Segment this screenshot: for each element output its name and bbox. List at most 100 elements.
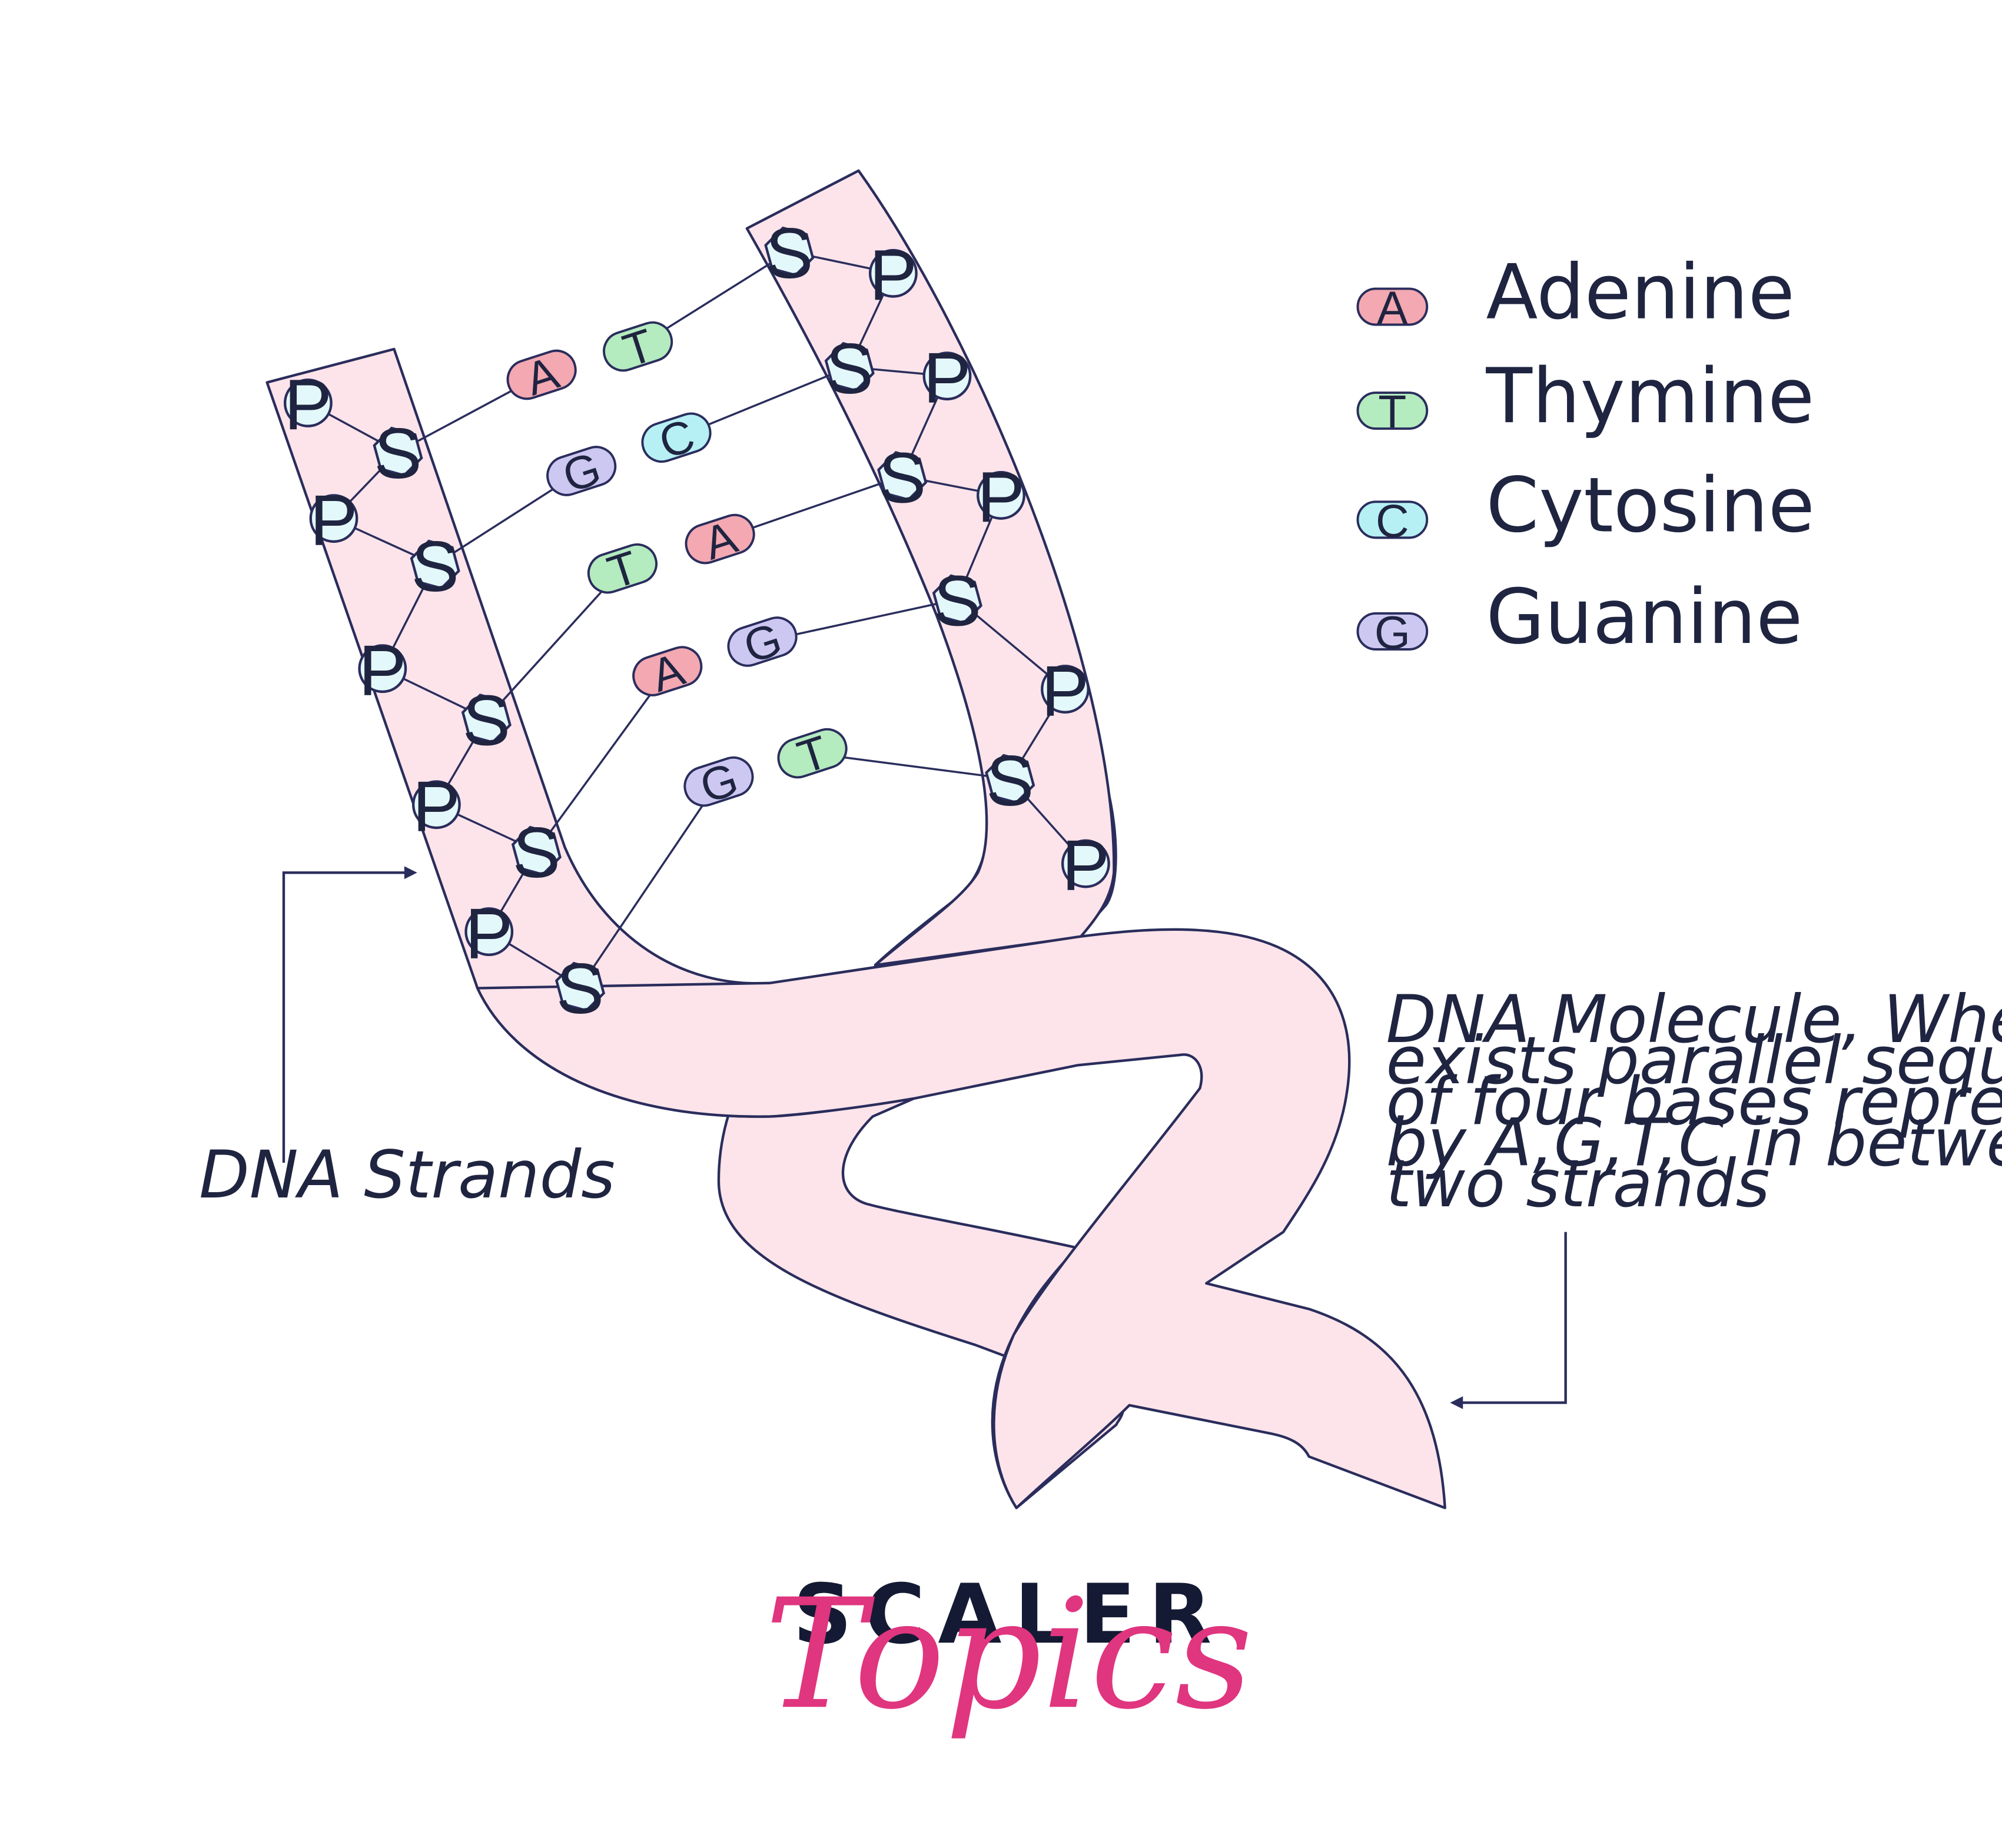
phosphate-node: P bbox=[1061, 825, 1110, 905]
brand-topics: Topics bbox=[765, 1566, 1253, 1743]
phosphate-circle bbox=[411, 780, 461, 830]
sugar-node: S bbox=[511, 812, 562, 893]
phosphate-node: P bbox=[464, 893, 514, 973]
sugar-node: S bbox=[985, 740, 1035, 821]
legend-letter: T bbox=[1378, 386, 1406, 438]
base-pill-shape bbox=[683, 756, 754, 807]
molecule-caption-line: exists parallel sequences bbox=[1386, 1023, 2002, 1099]
sugar-hexagon bbox=[932, 574, 982, 625]
base-bond bbox=[579, 781, 720, 988]
sugar-label: S bbox=[374, 413, 421, 493]
legend-name: Guanine bbox=[1486, 573, 1802, 661]
phosphate-label: P bbox=[413, 765, 460, 846]
sugar-hexagon bbox=[373, 426, 423, 477]
phosphate-label: P bbox=[1041, 650, 1089, 731]
sugar-label: S bbox=[463, 679, 510, 760]
molecule-caption-line: of four bases represented bbox=[1386, 1064, 2002, 1140]
base-pill-shape bbox=[641, 412, 712, 463]
ribbon-front-twist bbox=[476, 928, 1446, 1509]
base-pill-shape bbox=[506, 349, 577, 400]
base-a-left: A bbox=[632, 643, 703, 702]
sugar-node: S bbox=[877, 437, 928, 517]
phosphate-circle bbox=[358, 644, 407, 694]
molecule-arrow bbox=[1450, 1232, 1567, 1409]
phosphate-node: P bbox=[283, 364, 333, 444]
base-t-left: T bbox=[587, 540, 658, 599]
scaler-topics-logo: SCALER Topics bbox=[765, 1566, 1253, 1743]
phosphate-node: P bbox=[1041, 650, 1090, 731]
phosphate-circle bbox=[464, 907, 514, 956]
phosphate-label: P bbox=[869, 234, 917, 315]
base-pill-shape bbox=[546, 446, 617, 496]
phosphate-label: P bbox=[1062, 825, 1110, 905]
sugar-label: S bbox=[878, 437, 926, 517]
phosphate-label: P bbox=[923, 337, 971, 417]
phosphate-circle bbox=[922, 351, 972, 401]
brand-scaler: SCALER bbox=[793, 1567, 1224, 1662]
base-t-right: T bbox=[603, 318, 673, 377]
phosphate-circle bbox=[1041, 665, 1090, 714]
sugar-hexagon bbox=[511, 825, 562, 876]
molecule-caption: DNA Molecule, Where there exists paralle… bbox=[1386, 982, 2002, 1222]
legend-name: Cytosine bbox=[1486, 462, 1814, 549]
strands-caption: DNA Strands bbox=[199, 1137, 615, 1213]
base-a-left: A bbox=[506, 346, 577, 406]
legend-item-guanine: G Guanine bbox=[1356, 573, 1802, 661]
legend-swatch bbox=[1356, 392, 1429, 430]
legend-swatch bbox=[1356, 500, 1429, 539]
sugar-hexagon bbox=[555, 961, 606, 1012]
sugar-node: S bbox=[555, 948, 606, 1028]
phosphate-node: P bbox=[922, 337, 972, 417]
sugar-label: S bbox=[986, 740, 1034, 821]
phosphate-circle bbox=[977, 471, 1025, 520]
sugar-node: S bbox=[824, 328, 875, 409]
phosphate-node: P bbox=[411, 765, 461, 846]
sugar-hexagon bbox=[764, 226, 815, 277]
sugar-hexagon bbox=[824, 341, 875, 392]
legend-letter: A bbox=[1377, 282, 1408, 334]
base-pill-shape bbox=[777, 728, 848, 779]
base-bond bbox=[486, 568, 623, 719]
sugar-hexagon bbox=[985, 754, 1035, 804]
base-g-left: G bbox=[683, 752, 754, 813]
legend-letter: G bbox=[1374, 607, 1410, 659]
base-pill-shape bbox=[685, 513, 755, 565]
sugar-label: S bbox=[765, 213, 813, 293]
base-pill-shape bbox=[727, 616, 798, 667]
base-g-left: G bbox=[546, 442, 617, 502]
phosphate-node: P bbox=[868, 234, 918, 315]
phosphate-node: P bbox=[977, 456, 1025, 537]
sugar-hexagon bbox=[877, 451, 928, 502]
phosphate-circle bbox=[309, 494, 358, 543]
arrowhead-icon bbox=[1450, 1396, 1463, 1409]
phosphate-circle bbox=[868, 248, 918, 298]
sugar-label: S bbox=[556, 948, 604, 1028]
base-pill-shape bbox=[587, 543, 658, 594]
sugar-label: S bbox=[513, 812, 560, 893]
sugar-label: S bbox=[826, 328, 874, 409]
base-pill-shape bbox=[603, 321, 673, 372]
phosphate-node: P bbox=[358, 629, 407, 710]
sugar-hexagon bbox=[410, 539, 460, 590]
sugar-node: S bbox=[764, 213, 815, 293]
base-g-right: G bbox=[727, 613, 798, 673]
legend-swatch bbox=[1356, 612, 1429, 651]
molecule-caption-line: two strands bbox=[1386, 1146, 1769, 1222]
molecule-caption-line: DNA Molecule, Where there bbox=[1386, 982, 2002, 1058]
molecule-caption-line: by A,G,T,C in between the bbox=[1386, 1105, 2002, 1181]
sugar-node: S bbox=[932, 560, 982, 641]
sugar-node: S bbox=[373, 413, 423, 493]
sugar-hexagon bbox=[461, 694, 512, 744]
phosphate-label: P bbox=[465, 893, 513, 973]
strands-arrow bbox=[282, 866, 417, 1163]
phosphate-node: P bbox=[309, 479, 358, 560]
phosphate-circle bbox=[1061, 839, 1110, 888]
base-pill-shape bbox=[632, 646, 703, 696]
